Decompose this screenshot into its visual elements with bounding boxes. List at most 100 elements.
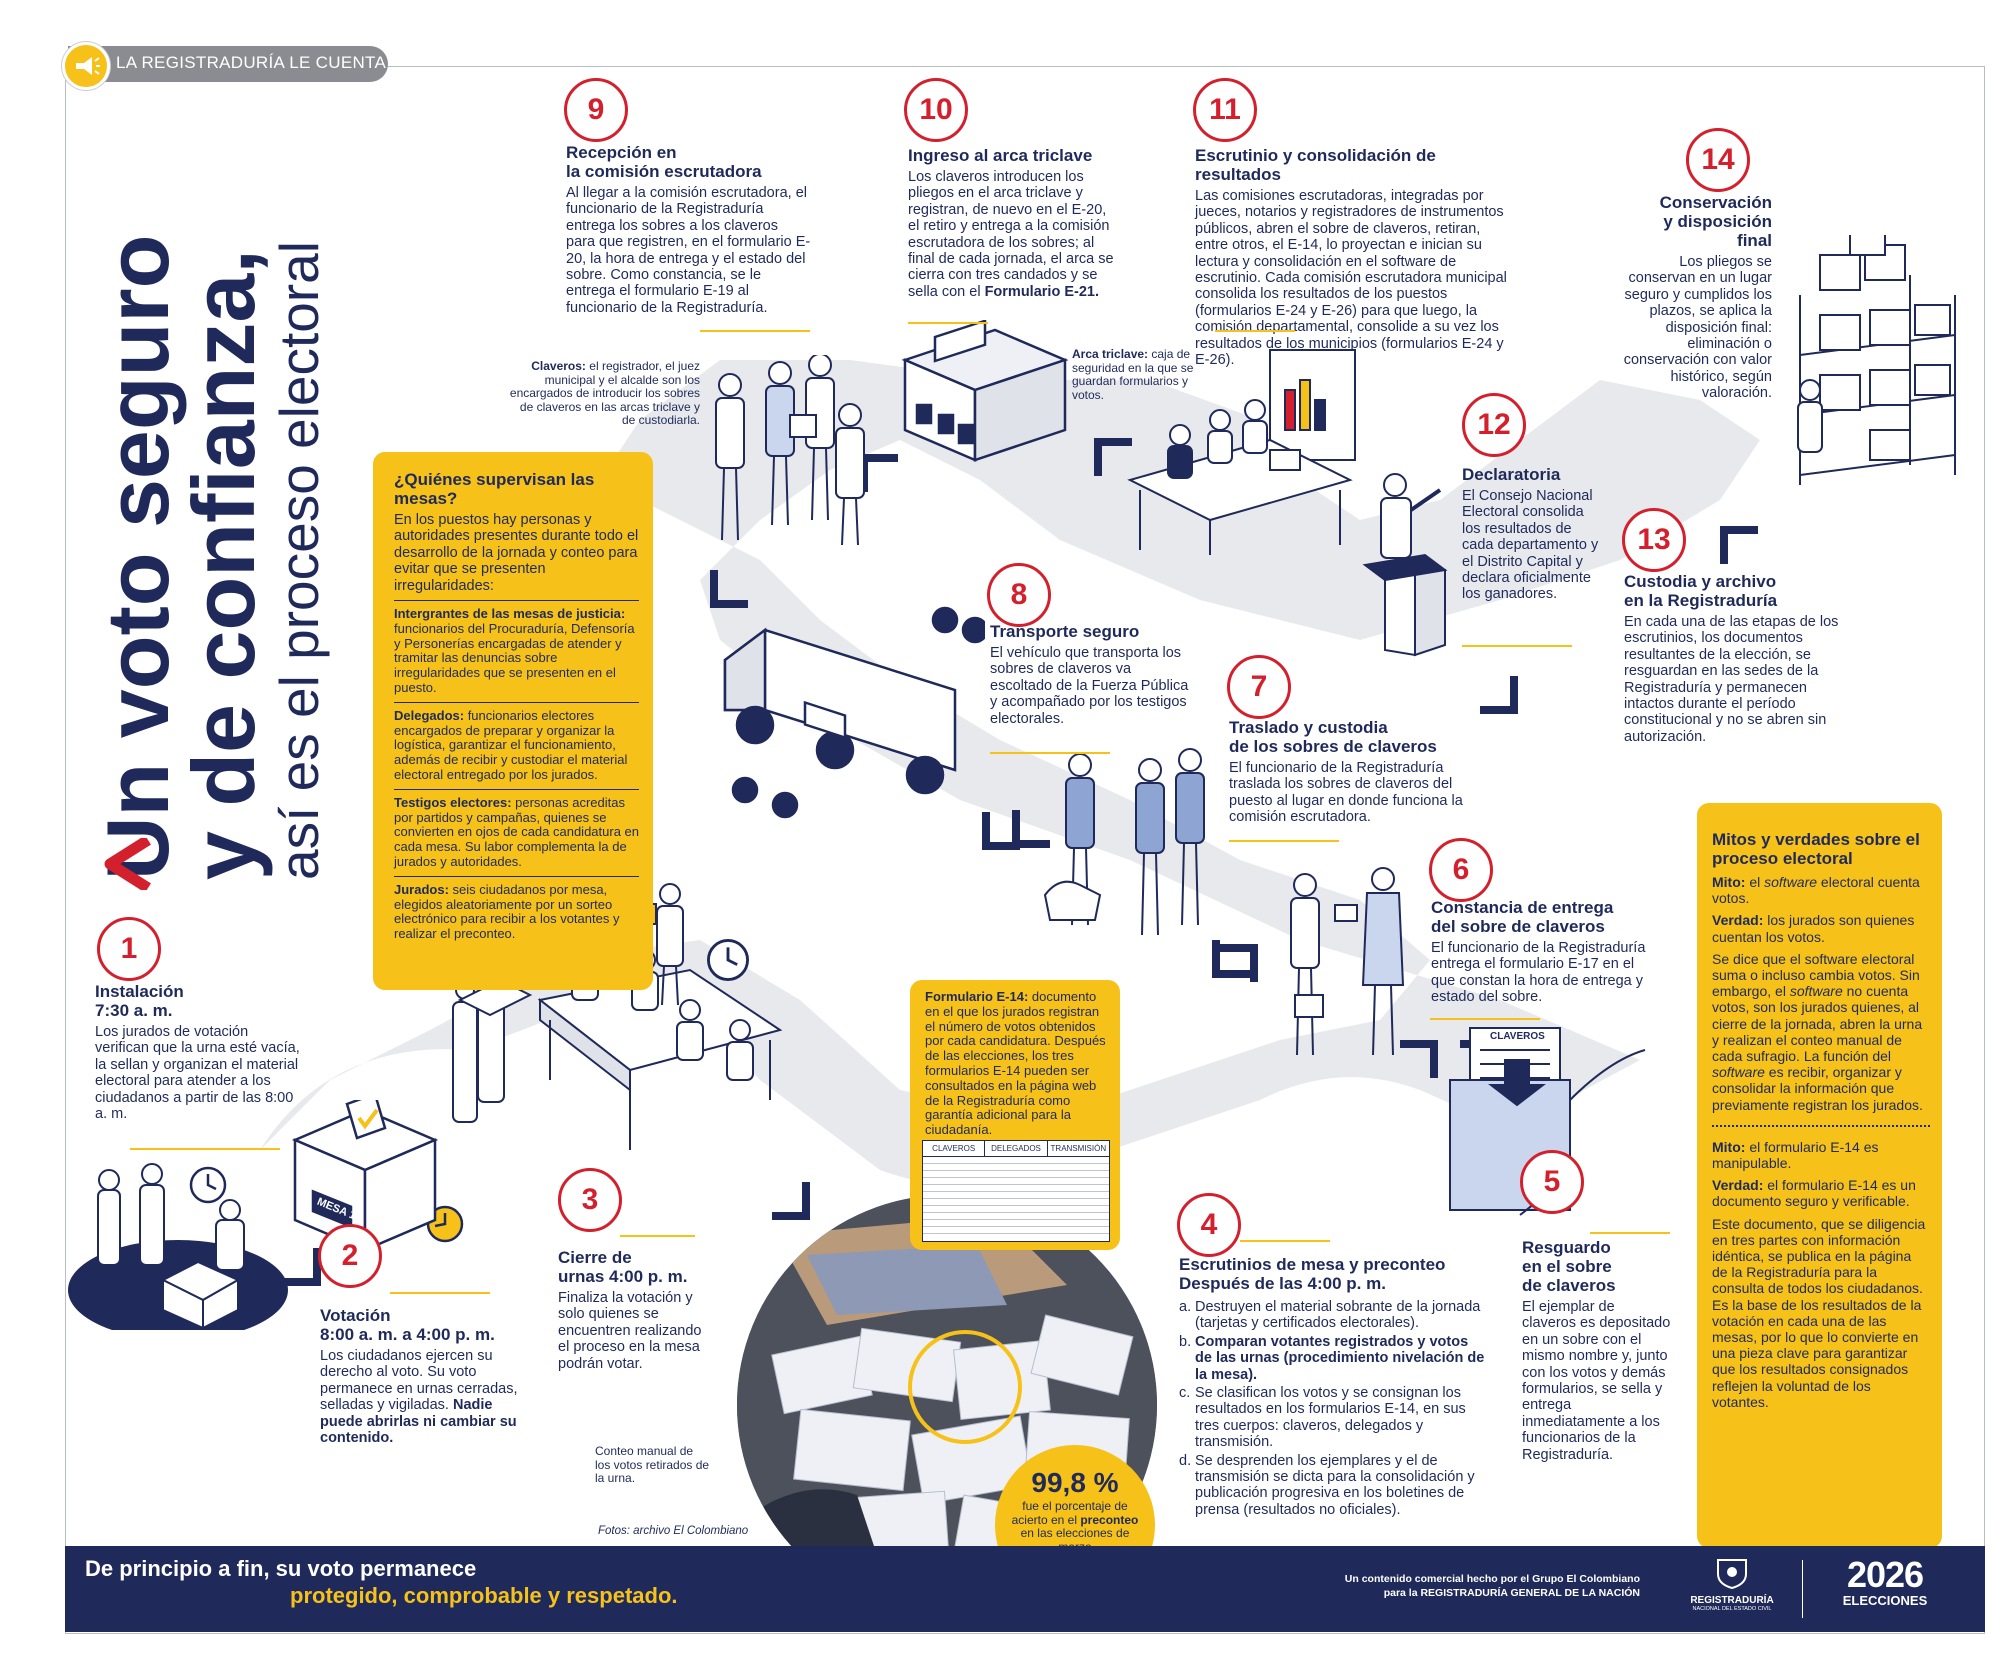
police-escort-illustration: [1043, 748, 1205, 936]
handover-illustration: [1290, 867, 1405, 1056]
step-11: Escrutinio y consolidación de resultados…: [1195, 146, 1515, 368]
step-13-number: 13: [1622, 508, 1686, 572]
supervisan-term: Delegados:: [394, 707, 465, 723]
step-14-number: 14: [1686, 128, 1750, 192]
mito-1-post: electoral cuenta votos.: [1712, 874, 1920, 907]
step-4-item-text: Comparan votantes registrados y votos de…: [1195, 1333, 1485, 1383]
path-arrow-icon: [772, 1182, 810, 1220]
step-4-item-letter: d.: [1179, 1452, 1192, 1469]
supervisan-item: Jurados: seis ciudadanos por mesa, elegi…: [394, 882, 639, 942]
mito-2-text: el formulario E-14 es manipulable.: [1712, 1138, 1879, 1172]
verdad-2-label: Verdad:: [1712, 1177, 1764, 1194]
step-14: Conservación y disposición final Los pli…: [1620, 193, 1772, 402]
ballot-box-illustration: [291, 1100, 439, 1252]
step-1-body: Los jurados de votación verifican que la…: [95, 1024, 300, 1123]
p1-b: no cuenta votos, son los jurados quienes…: [1712, 983, 1923, 1065]
logo2-text: ELECCIONES: [1842, 1593, 1928, 1608]
path-arrow-icon: [1212, 940, 1250, 978]
step-4-item: d.Se desprenden los ejemplares y el de t…: [1179, 1453, 1489, 1519]
mitos-title: Mitos y verdades sobre el proceso electo…: [1712, 830, 1920, 868]
step-14-body: Los pliegos se conservan en un lugar seg…: [1623, 254, 1772, 402]
step-1-number: 1: [97, 917, 161, 981]
shield-icon: [1717, 1559, 1747, 1590]
step-6-body: El funcionario de la Registraduría entre…: [1431, 940, 1646, 1006]
supervisan-item: Testigos electores: personas acreditas p…: [394, 794, 640, 870]
photo-credit: Fotos: archivo El Colombiano: [598, 1525, 749, 1537]
supervisan-content: ¿Quiénes supervisan las mesas? En los pu…: [394, 470, 639, 942]
step-1-title: Instalación 7:30 a. m.: [95, 982, 184, 1020]
step-4-item: a.Destruyen el material sobrante de la j…: [1179, 1299, 1489, 1332]
megaphone-icon: [62, 42, 110, 90]
divider: [1462, 645, 1572, 647]
reception-illustration: [715, 355, 865, 546]
mito-1-label: Mito:: [1712, 874, 1746, 890]
arca-term: Arca triclave:: [1072, 347, 1149, 361]
e14-lines: [923, 1157, 1109, 1237]
sobre-label: CLAVEROS: [1490, 1031, 1545, 1042]
step-7-title: Traslado y custodia de los sobres de cla…: [1229, 718, 1437, 756]
step-7-number: 7: [1227, 655, 1291, 719]
page-frame: [65, 66, 1985, 1634]
mito-1-italic: software: [1764, 874, 1818, 890]
divider: [1240, 1240, 1330, 1242]
armored-truck-illustration: [723, 606, 985, 819]
divider: [130, 1148, 280, 1150]
verdad-1-label: Verdad:: [1712, 912, 1764, 929]
footer-bar: [65, 1546, 1985, 1632]
step-3-number: 3: [558, 1168, 622, 1232]
mito-1: Mito: el software electoral cuenta votos…: [1712, 874, 1930, 906]
step-2-text: Los ciudadanos ejercen su derecho al vot…: [320, 1348, 518, 1414]
footer-credit: Un contenido comercial hecho por el Grup…: [1330, 1572, 1640, 1600]
header-tag-text: LA REGISTRADURÍA LE CUENTA: [116, 53, 387, 72]
step-7: Traslado y custodia de los sobres de cla…: [1229, 718, 1479, 826]
step-2-number: 2: [318, 1224, 382, 1288]
verdad-1-text: los jurados son quienes cuentan los voto…: [1712, 912, 1915, 945]
mitos-divider: [1712, 1124, 1930, 1127]
step-8-body: El vehículo que transporta los sobres de…: [990, 645, 1189, 727]
step-3-body: Finaliza la votación y solo quienes se e…: [558, 1290, 702, 1372]
e14-column-header: TRANSMISIÓN: [1046, 1141, 1109, 1156]
step-11-number: 11: [1193, 78, 1257, 142]
step-4-item-text: Destruyen el material sobrante de la jor…: [1195, 1299, 1481, 1332]
supervisan-list: Intergrantes de las mesas de justicia: f…: [394, 600, 639, 942]
step-4-item-letter: c.: [1179, 1385, 1191, 1402]
step-6-number: 6: [1429, 838, 1493, 902]
mitos-content: Mitos y verdades sobre el proceso electo…: [1712, 830, 1930, 1410]
step-10: Ingreso al arca triclave Los claveros in…: [908, 146, 1118, 300]
claveros-text: el registrador, el juez municipal y el a…: [509, 359, 700, 427]
stat-bold: preconteo: [1080, 1512, 1139, 1527]
credit-line1: Un contenido comercial hecho por el Grup…: [1344, 1573, 1640, 1585]
step-4-number: 4: [1177, 1193, 1241, 1257]
photo-highlight-ring: [908, 1330, 1022, 1444]
supervisan-item: Delegados: funcionarios electores encarg…: [394, 707, 639, 783]
supervisan-text: personas acreditas por partidos y campañ…: [394, 794, 640, 869]
step-9-body: Al llegar a la comisión escrutadora, el …: [566, 185, 811, 316]
e14-column-header: CLAVEROS: [932, 1144, 976, 1153]
header-tag: [68, 46, 388, 82]
divider: [1430, 1018, 1540, 1020]
e14-column-header: DELEGADOS: [984, 1141, 1046, 1156]
step-5: Resguardo en el sobre de claveros El eje…: [1522, 1238, 1672, 1463]
step-10-title: Ingreso al arca triclave: [908, 146, 1093, 165]
supervisan-title: ¿Quiénes supervisan las mesas?: [394, 470, 595, 508]
step-4-item-letter: a.: [1179, 1299, 1192, 1315]
supervisan-text: funcionarios electores encargados de pre…: [394, 707, 628, 782]
e14-text: Formulario E-14: documento en el que los…: [925, 989, 1110, 1138]
supervisan-term: Intergrantes de las mesas de justicia:: [394, 606, 626, 622]
installation-illustration: [68, 1163, 288, 1330]
step-7-body: El funcionario de la Registraduría trasl…: [1229, 760, 1463, 826]
step-13: Custodia y archivo en la Registraduría E…: [1624, 572, 1849, 745]
supervisan-divider: [394, 788, 639, 790]
conteo-annotation: Conteo manual de los votos retirados de …: [595, 1444, 710, 1485]
step-12-number: 12: [1462, 393, 1526, 457]
claveros-term: Claveros:: [531, 359, 586, 373]
divider: [390, 1292, 490, 1294]
stat-content: 99,8 % fue el porcentaje de acierto en e…: [1005, 1468, 1145, 1554]
step-3-title: Cierre de urnas 4:00 p. m.: [558, 1248, 688, 1286]
footer-line1: De principio a fin, su voto permanece: [85, 1556, 477, 1581]
podium-illustration: [1362, 473, 1448, 657]
supervisan-intro: En los puestos hay personas y autoridade…: [394, 512, 639, 594]
step-4-item-text: Se clasifican los votos y se consignan l…: [1195, 1385, 1466, 1451]
